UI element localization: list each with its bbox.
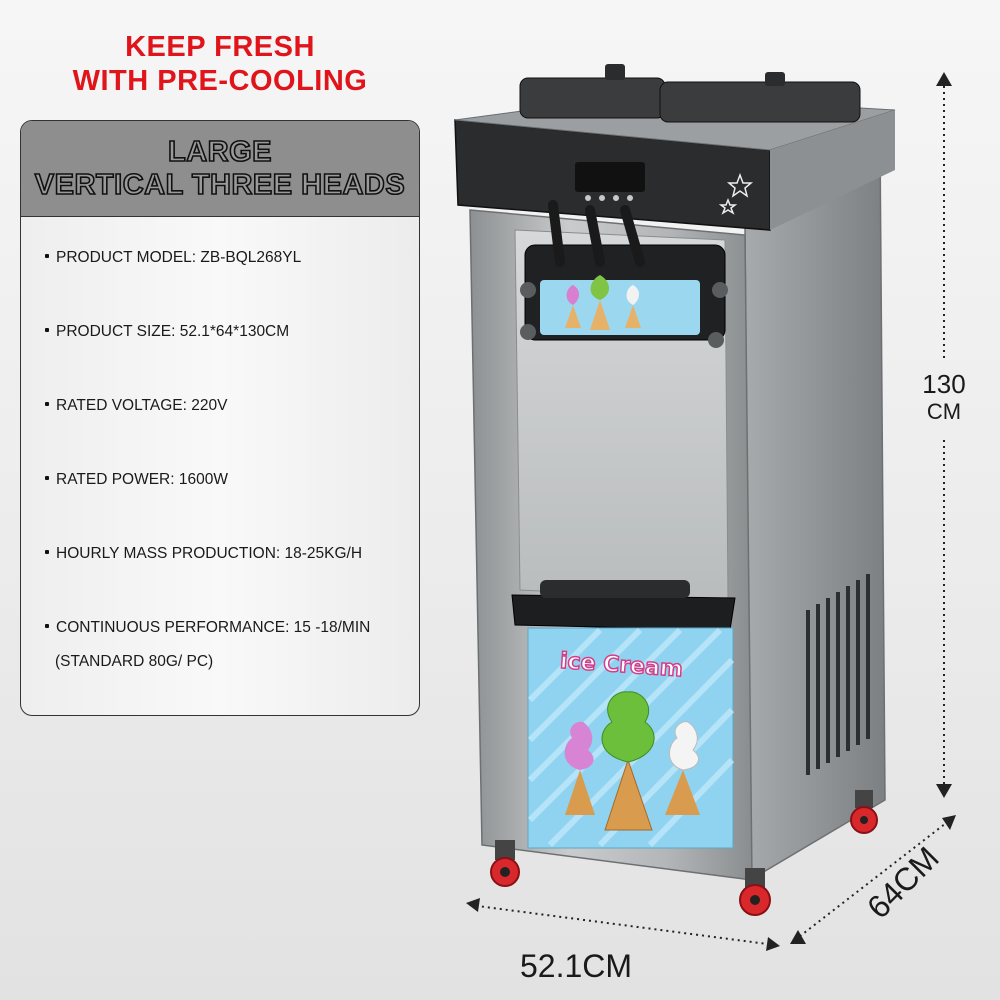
width-dimension: 52.1CM bbox=[520, 948, 633, 984]
top-side bbox=[770, 110, 895, 230]
dispenser-handles bbox=[548, 200, 645, 267]
spec-item-note: (STANDARD 80G/ PC) bbox=[55, 653, 214, 670]
side-vents bbox=[806, 574, 870, 775]
spec-title-line-2: VERTICAL THREE HEADS bbox=[34, 168, 406, 202]
spec-item-model: PRODUCT MODEL: ZB-BQL268YL bbox=[45, 249, 301, 267]
bullet-icon bbox=[45, 475, 49, 480]
spec-panel: LARGE VERTICAL THREE HEADS PRODUCT MODEL… bbox=[20, 120, 420, 716]
hopper-lid-right bbox=[659, 81, 861, 123]
spec-item-size: PRODUCT SIZE: 52.1*64*130CM bbox=[45, 323, 289, 341]
spec-item-performance: CONTINUOUS PERFORMANCE: 15 -18/MIN bbox=[45, 619, 370, 637]
headline-line-1: KEEP FRESH bbox=[125, 31, 315, 63]
headline: KEEP FRESH WITH PRE-COOLING bbox=[20, 30, 420, 98]
bullet-icon bbox=[45, 401, 49, 406]
height-dimension: 130 CM bbox=[916, 370, 972, 426]
ice-cream-icon bbox=[565, 275, 641, 330]
bullet-icon bbox=[45, 253, 49, 258]
spec-item-power: RATED POWER: 1600W bbox=[45, 471, 228, 489]
ice-cream-machine: ice Cream bbox=[454, 64, 896, 916]
bullet-icon bbox=[45, 327, 49, 332]
height-unit: CM bbox=[926, 399, 962, 424]
spec-item-production: HOURLY MASS PRODUCTION: 18-25KG/H bbox=[45, 545, 362, 563]
spec-panel-title: LARGE VERTICAL THREE HEADS bbox=[21, 121, 419, 217]
spec-title-line-1: LARGE bbox=[167, 135, 272, 169]
spec-item-voltage: RATED VOLTAGE: 220V bbox=[45, 397, 227, 415]
star-icon bbox=[718, 172, 754, 215]
height-value: 130 bbox=[922, 369, 966, 399]
headline-line-2: WITH PRE-COOLING bbox=[72, 65, 368, 97]
big-ice-cream-icon bbox=[564, 691, 700, 831]
control-display bbox=[575, 162, 645, 192]
dispenser-sticker bbox=[540, 280, 700, 335]
bullet-icon bbox=[45, 549, 49, 554]
caster-wheel-icon bbox=[490, 790, 878, 916]
bullet-icon bbox=[45, 623, 49, 628]
head-knobs bbox=[520, 282, 728, 348]
